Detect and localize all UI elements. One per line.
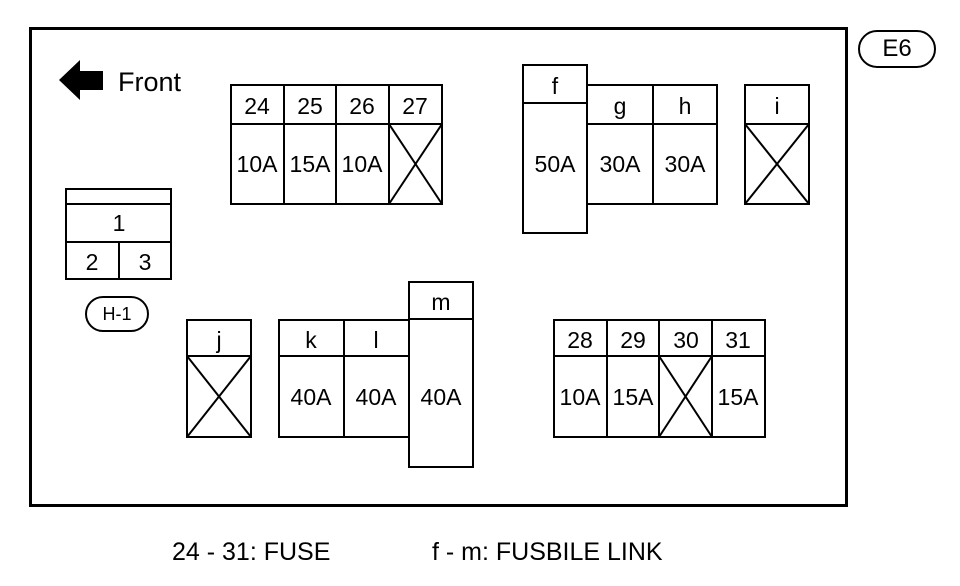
fuse-number: 27 [402,93,428,119]
fuse-number: 29 [620,327,646,353]
fuse-rating: 15A [718,384,760,410]
relay-terminal: 2 [86,249,99,275]
link-block-fgh [522,64,718,234]
fuse-number: 26 [349,93,375,119]
fuse-rating: 10A [237,151,279,177]
relay-tag-h1: H-1 [85,296,149,332]
fuse-rating: 15A [613,384,655,410]
fuse-block-24-27 [230,84,443,205]
connector-tag-e6: E6 [858,30,936,68]
link-letter: g [614,93,627,119]
link-j [186,319,252,438]
link-block-klm [278,281,474,468]
link-letter: l [373,327,378,353]
fuse-rating: 10A [560,384,602,410]
relay-terminal: 1 [113,210,126,236]
legend-fusible-link: f - m: FUSBILE LINK [432,538,663,566]
link-letter: j [215,327,221,353]
front-arrow-icon [59,60,103,100]
legend-fuse: 24 - 31: FUSE [172,538,331,566]
fuse-box-outline [29,27,848,507]
link-rating: 40A [356,384,398,410]
fuse-number: 24 [244,93,270,119]
relay-terminal: 3 [139,249,152,275]
link-rating: 30A [600,151,642,177]
link-letter: h [679,93,692,119]
link-rating: 40A [421,384,463,410]
fuse-rating: 15A [290,151,332,177]
fuse-number: 31 [725,327,751,353]
link-letter: f [552,73,559,99]
fuse-rating: 10A [342,151,384,177]
link-rating: 40A [291,384,333,410]
link-letter: i [774,93,779,119]
relay-h1-block [65,188,172,280]
link-letter: k [305,327,317,353]
link-rating: 30A [665,151,707,177]
fuse-number: 25 [297,93,323,119]
link-letter: m [431,289,450,315]
fuse-number: 28 [567,327,593,353]
front-label: Front [118,67,182,97]
fuse-number: 30 [673,327,699,353]
fuse-block-28-31 [553,319,766,438]
connector-tag-label: E6 [882,35,912,62]
relay-tag-label: H-1 [102,303,132,324]
link-rating: 50A [535,151,577,177]
link-i [744,84,810,205]
